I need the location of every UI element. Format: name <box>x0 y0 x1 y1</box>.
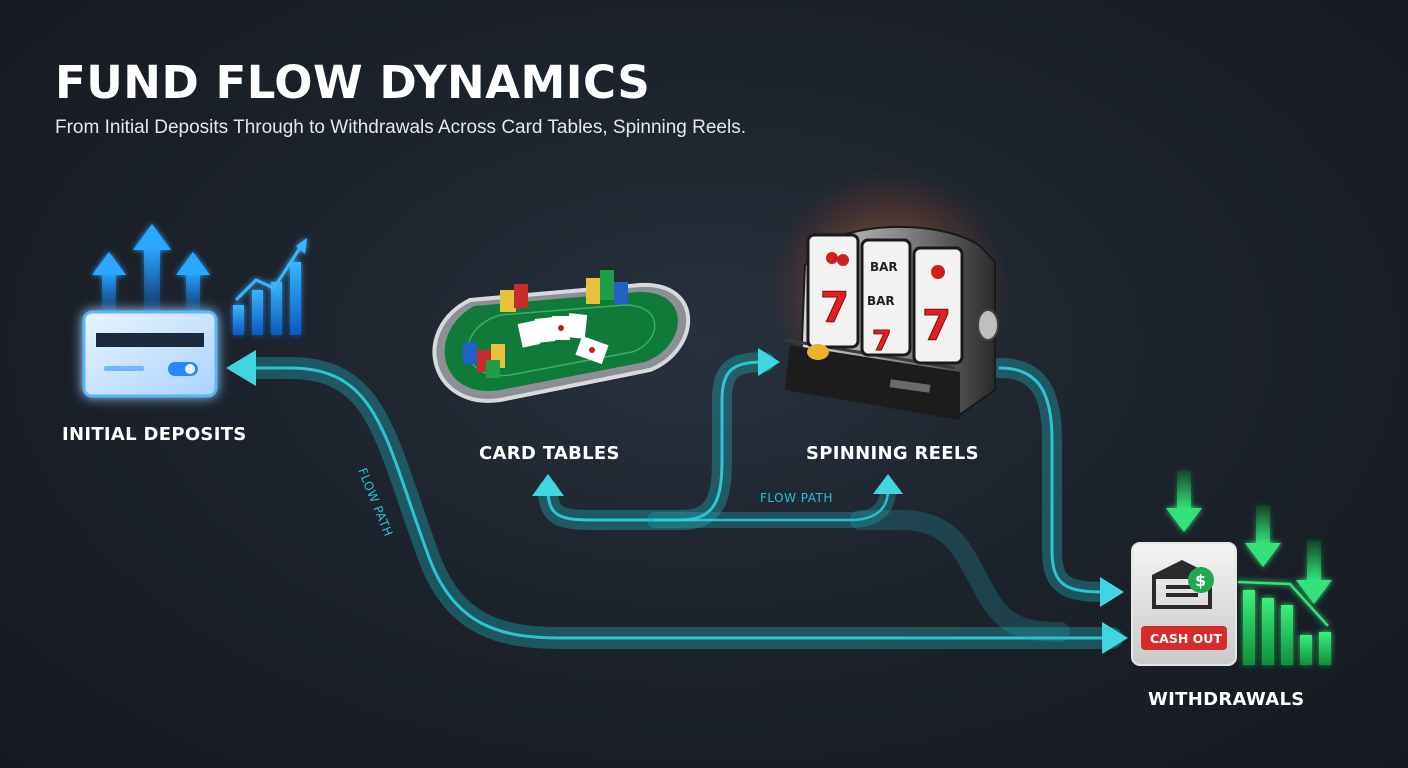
flow-path-deposits-to-withdrawals <box>226 350 1128 654</box>
node-label-initial-deposits: INITIAL DEPOSITS <box>62 424 247 445</box>
svg-text:$: $ <box>1195 571 1206 590</box>
flow-path-reels-to-withdrawals <box>990 358 1124 607</box>
flow-path-label-middle: FLOW PATH <box>760 491 833 505</box>
page-subtitle: From Initial Deposits Through to Withdra… <box>55 117 746 138</box>
slot-lever-icon <box>977 309 999 341</box>
credit-card-icon <box>82 310 218 398</box>
slot-machine-icon: BAR BAR 7 7 7 <box>770 170 1010 420</box>
reel-symbol-seven-1: 7 <box>820 283 849 332</box>
withdrawals-node: $ CASH OUT <box>1131 470 1332 666</box>
cash-out-badge <box>1141 626 1227 650</box>
arrowhead-up-to-reels-label <box>873 474 903 494</box>
arrowhead-bottom-to-withdrawals <box>1102 622 1128 654</box>
reel-symbol-seven-3: 7 <box>872 324 891 357</box>
page-title: FUND FLOW DYNAMICS <box>55 56 651 109</box>
flow-path-middle-branch <box>647 474 903 528</box>
node-label-withdrawals: WITHDRAWALS <box>1148 689 1305 710</box>
flow-path-middle-to-withdrawals <box>850 510 1070 642</box>
flow-path-tables-to-reels <box>532 348 780 530</box>
arrowhead-to-card-tables <box>532 474 564 496</box>
playing-cards <box>517 313 609 365</box>
slot-reels: BAR BAR 7 7 7 <box>806 233 964 365</box>
arrowhead-reels-to-withdrawals <box>1100 577 1124 607</box>
node-label-spinning-reels: SPINNING REELS <box>806 443 979 464</box>
bank-cash-out-icon: $ CASH OUT <box>1131 542 1237 666</box>
arrowhead-to-spinning-reels <box>758 348 780 376</box>
reel-symbol-seven-2: 7 <box>922 301 951 350</box>
growth-chart-icon <box>233 238 307 335</box>
dollar-coin-icon <box>1188 567 1214 593</box>
cherry-icon <box>826 252 838 264</box>
reel-symbol-bar-1: BAR <box>870 260 898 274</box>
deposits-node <box>82 224 307 398</box>
gold-coin-icon <box>807 344 829 360</box>
reel-symbol-bar-2: BAR <box>867 294 895 308</box>
node-label-card-tables: CARD TABLES <box>479 443 620 464</box>
flow-paths: FLOW PATH FLOW PATH <box>226 348 1128 654</box>
cash-out-badge-label: CASH OUT <box>1150 631 1222 646</box>
upward-arrows-icon <box>92 224 210 315</box>
downward-arrows-icon <box>1166 470 1332 604</box>
decline-chart-icon <box>1237 580 1331 665</box>
arrowhead-to-deposits <box>226 350 256 386</box>
chip-stacks <box>463 270 628 378</box>
poker-table-icon <box>432 270 691 403</box>
